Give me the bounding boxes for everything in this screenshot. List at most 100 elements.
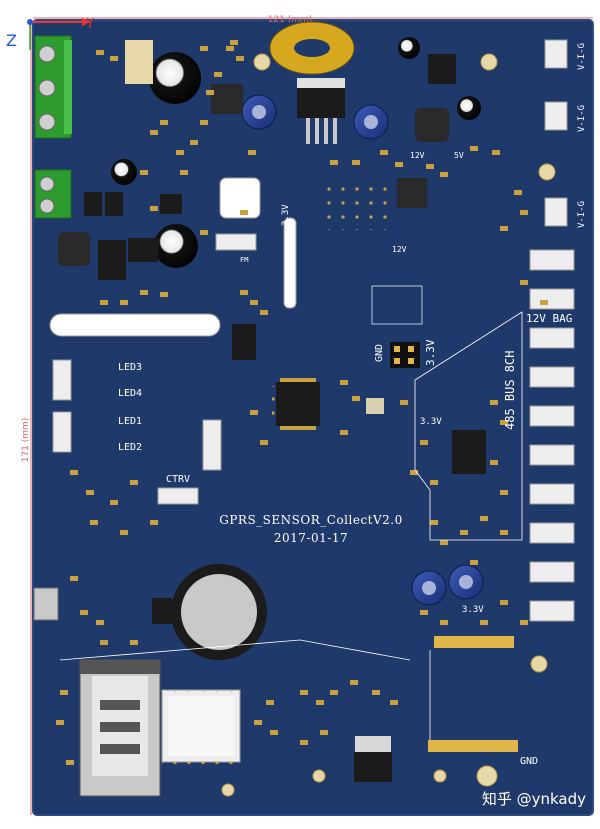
smd-pad [100, 300, 108, 305]
height-dimension-text: 171 (mm) [21, 418, 31, 463]
antenna-pad-strip [428, 740, 518, 752]
mounting-pad-5 [530, 655, 548, 673]
label-3v3-bottom: 3.3V [462, 605, 484, 615]
label-gnd-left: GND [374, 344, 385, 362]
smd-pad [300, 740, 308, 745]
inductor-square-1 [211, 84, 243, 114]
terminal-block-top [34, 35, 72, 139]
smd-pad [110, 500, 118, 505]
rs485-transceiver [452, 430, 486, 474]
label-3v3-header: 3.3V [424, 339, 437, 366]
smd-pad [230, 40, 238, 45]
cap-blue-2-top [364, 115, 378, 129]
pad-field [56, 40, 548, 765]
z-axis-label: Z [6, 31, 17, 50]
silk-outline-485 [414, 311, 523, 541]
board-outline [32, 19, 594, 816]
smd-pad [340, 430, 348, 435]
label-fm: FM [240, 256, 248, 264]
smd-pad [440, 172, 448, 177]
smd-pad [514, 190, 522, 195]
smd-pad [150, 130, 158, 135]
smd-pad [352, 160, 360, 165]
smd-pad [160, 120, 168, 125]
small-ic-1 [160, 194, 182, 214]
smd-pad [100, 640, 108, 645]
cap-blue-3-top [422, 581, 436, 595]
label-led2: LED2 [118, 442, 142, 453]
smd-pad [150, 520, 158, 525]
gsm-module [161, 688, 241, 764]
mounting-pad-3 [221, 783, 235, 797]
smd-pad [200, 120, 208, 125]
smd-pad [350, 680, 358, 685]
label-12v-bag: 12V BAG [526, 312, 572, 325]
smd-pad [480, 516, 488, 521]
label-3v3-top: 3.3V [281, 204, 291, 226]
smd-pad [200, 46, 208, 51]
transistor-mid [232, 324, 256, 360]
label-ctrv: CTRV [166, 474, 190, 485]
smd-pad [470, 560, 478, 565]
cap-blue-1-top [252, 105, 266, 119]
smd-pad [254, 720, 262, 725]
smd-pad [520, 280, 528, 285]
width-dimension-text: 121 (mm) [268, 15, 313, 25]
smd-pad [150, 206, 158, 211]
mounting-pad-1 [476, 765, 498, 787]
smd-pad [86, 490, 94, 495]
smd-pad [66, 760, 74, 765]
smd-pad [440, 540, 448, 545]
cap-small-top-right [398, 37, 420, 59]
connector-485-8 [529, 522, 575, 544]
cap-small-right [457, 96, 481, 120]
label-12v-mid: 12V [392, 245, 407, 254]
cap-large-mid [154, 224, 198, 268]
smd-pad [480, 620, 488, 625]
smd-pad [236, 56, 244, 61]
label-led3: LED3 [118, 362, 142, 373]
smd-pad [470, 146, 478, 151]
smd-pad [316, 700, 324, 705]
smd-pad [440, 620, 448, 625]
smd-pad [500, 600, 508, 605]
mounting-pad-6 [538, 163, 556, 181]
smd-pad [176, 150, 184, 155]
smd-pad [395, 162, 403, 167]
smd-pad [120, 300, 128, 305]
smd-pad [240, 210, 248, 215]
smd-pad [500, 420, 508, 425]
smd-pad [540, 300, 548, 305]
axis-origin [27, 19, 33, 25]
smd-pad [520, 210, 528, 215]
smd-pad [426, 164, 434, 169]
smd-pad [110, 56, 118, 61]
smd-pad [266, 700, 274, 705]
smd-pad [330, 690, 338, 695]
led-connector-2 [52, 411, 72, 453]
coin-cell-holder [152, 564, 267, 660]
connector-485-2 [529, 288, 575, 310]
connector-column-right [529, 249, 575, 622]
vertical-slot [283, 217, 297, 309]
ic-top-right [428, 54, 456, 84]
smd-pad [160, 292, 168, 297]
small-ic-3 [105, 192, 123, 216]
small-ic-2 [84, 192, 102, 216]
smd-pad [96, 50, 104, 55]
smd-pad [130, 480, 138, 485]
smd-pad [214, 72, 222, 77]
via-array [318, 184, 390, 230]
label-vig-2: V-I-G [577, 105, 587, 132]
mcu-chip [272, 378, 324, 430]
smd-pad [140, 170, 148, 175]
cap-small-mid [111, 159, 137, 185]
smd-pad [490, 460, 498, 465]
smd-pad [372, 690, 380, 695]
inductor-square-3 [58, 232, 90, 266]
smd-pad [390, 700, 398, 705]
connector-485-5 [529, 405, 575, 427]
smd-pad [270, 730, 278, 735]
